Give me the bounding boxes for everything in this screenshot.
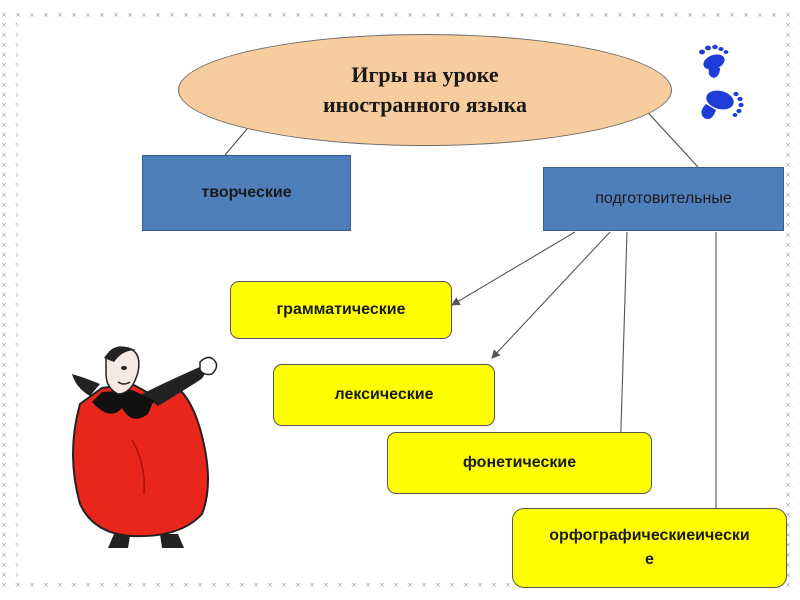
subtype-orthographic-line-2: е [645, 551, 654, 568]
arrow-prep-lexical [491, 231, 611, 359]
subtype-lexical-label: лексические [334, 386, 434, 403]
subtype-orthographic: орфографическиеически е [512, 508, 787, 588]
category-creative: творческие [142, 155, 351, 231]
connector-title-prep [639, 103, 699, 168]
subtype-grammar: грамматические [230, 281, 452, 339]
arrow-prep-grammar [451, 231, 576, 306]
arrow-prep-phonetic [615, 231, 628, 462]
subtype-orthographic-line-1: орфографическиеически [549, 527, 750, 544]
category-preparatory: подготовительные [543, 167, 784, 231]
subtype-grammar-label: грамматические [276, 301, 406, 318]
footprints-icon [699, 44, 744, 119]
category-preparatory-label: подготовительные [595, 190, 732, 207]
title-line-1: Игры на уроке [351, 62, 499, 87]
category-creative-label: творческие [201, 184, 292, 201]
subtype-phonetic-label: фонетические [462, 454, 577, 471]
subtype-phonetic: фонетические [387, 432, 652, 494]
title-line-2: иностранного языка [323, 92, 527, 117]
vampire-character-icon [72, 346, 218, 548]
subtype-lexical: лексические [273, 364, 495, 426]
title-ellipse: Игры на уроке иностранного языка [178, 34, 672, 146]
